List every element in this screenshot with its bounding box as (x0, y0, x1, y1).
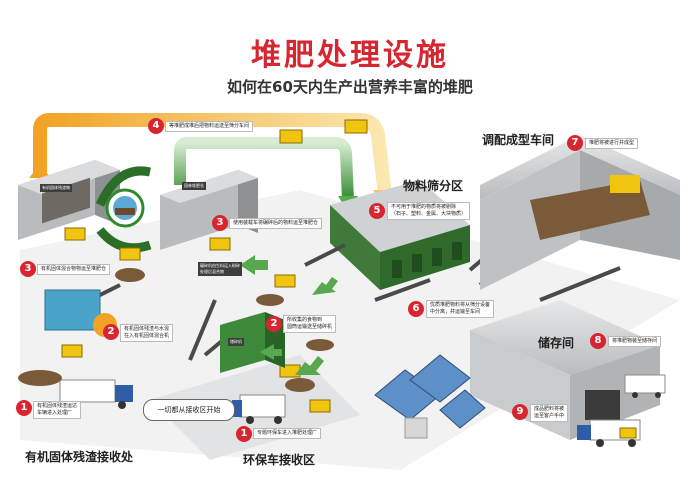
start-bubble: 一切都从接收区开始 (143, 399, 235, 421)
zone-label-molding: 调配成型车间 (482, 133, 555, 147)
zone-label-screening: 物料筛分区 (403, 179, 464, 193)
step-label-2a: 有机固体残渣与水混 在入有机固体混合机 (120, 324, 174, 342)
page-subtitle: 如何在60天内生产出营养丰富的堆肥 (227, 78, 473, 96)
green-flow-arrow (174, 137, 354, 201)
step-label-7: 堆肥将被进行并成型 (585, 138, 639, 149)
molding-workshop (480, 135, 680, 290)
step-badge-9: 9 (512, 404, 528, 420)
step-badge-3a: 3 (20, 261, 36, 277)
solar-panels (374, 354, 486, 439)
step-label-3b: 使用装载车将碾碎后的物料运至堆肥仓 (229, 218, 323, 229)
zone-label-truck-receiving: 环保车接收区 (243, 453, 316, 467)
sign-compost-bin-a: 有机固体残渣物 (40, 184, 72, 192)
truck-dump-left (59, 379, 133, 409)
step-badge-3b: 3 (212, 215, 228, 231)
step-badge-5: 5 (369, 203, 385, 219)
step-label-2b: 所收集的食物到 圆筒运输送至储碎机 (283, 315, 337, 333)
zone-label-storage: 储存间 (538, 336, 575, 350)
step-badge-2b: 2 (266, 316, 282, 332)
page-title: 堆肥处理设施 (251, 38, 449, 73)
step-badge-8: 8 (590, 333, 606, 349)
truck-storage-inside (624, 374, 666, 398)
step-label-1b: 专题环保车进入堆肥处理厂 (253, 428, 322, 439)
step-badge-1a: 1 (16, 400, 32, 416)
step-label-1a: 有机固体残渣运达 车辆进入处理厂 (33, 401, 82, 419)
loaders (61, 119, 637, 439)
step-label-8: 将堆肥物装至储存间 (608, 336, 662, 347)
orange-flow-start-head (29, 164, 51, 178)
orange-flow-arrow (33, 113, 392, 196)
compost-piles (18, 268, 334, 392)
process-arrows (240, 255, 338, 375)
recycle-loop-icon (95, 166, 152, 253)
sign-compost-bin-b: 园林堆肥仓 (182, 182, 206, 190)
step-badge-4: 4 (148, 118, 164, 134)
sign-mixer-panel: 碾碎机由生料运入粉碎 处理后混合物 (198, 262, 242, 276)
step-badge-6: 6 (408, 301, 424, 317)
step-label-3a: 有机固体混合物物运至堆肥仓 (37, 264, 111, 275)
step-label-6: 优质堆肥物料将从筛分设备 中分离，并运输至车间 (426, 300, 495, 318)
sign-mixer-box: 储碎机 (228, 338, 244, 346)
truck-garbage (232, 394, 286, 424)
step-badge-1b: 1 (236, 426, 252, 442)
step-badge-2a: 2 (103, 324, 119, 340)
step-label-4: 等堆肥成堆后把物料运送至筛分车间 (165, 121, 254, 132)
step-badge-7: 7 (567, 135, 583, 151)
step-label-5: 不可用于堆肥的物质将被剔除 （石子、塑料、金属、大块物质） (387, 202, 471, 220)
zone-label-organic-receiving: 有机固体残渣接收处 (25, 450, 134, 464)
step-label-9: 成品肥料将被 运至客户手中 (530, 404, 569, 422)
